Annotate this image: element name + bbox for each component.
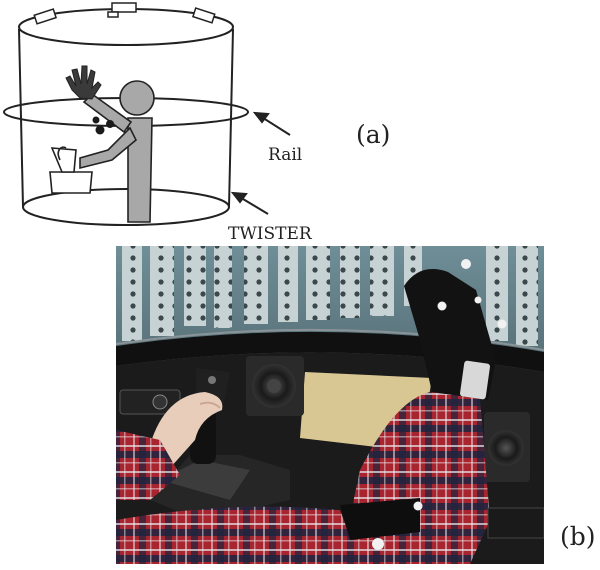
speaker-right	[488, 430, 524, 466]
left-sleeve	[116, 430, 180, 500]
panel-b-tag: (b)	[560, 522, 596, 551]
elbow-strap	[340, 498, 420, 540]
rail-label: Rail	[268, 145, 302, 165]
callout-arrows	[230, 111, 291, 215]
cylinder-right-side	[228, 28, 234, 208]
camera-icon	[191, 7, 216, 24]
glove-icon	[65, 65, 102, 100]
shirt-torso	[116, 506, 360, 564]
left-hand	[150, 392, 223, 468]
panel-b-photo	[116, 246, 544, 564]
photo-markers	[372, 259, 507, 550]
joystick-photo	[150, 368, 290, 520]
cylinder-left-side	[18, 28, 24, 208]
twister-label: TWISTER	[228, 224, 313, 244]
user-figure	[49, 80, 155, 223]
panel-a-tag: (a)	[356, 120, 390, 149]
figure-head	[119, 80, 155, 116]
camera-icon	[111, 2, 137, 13]
cylinder-bottom	[22, 188, 230, 226]
camera-icons	[33, 2, 216, 25]
panel-a-diagram	[3, 8, 249, 226]
seat	[49, 171, 93, 194]
figure-forward-arm	[79, 126, 137, 170]
figure-raised-arm	[82, 92, 133, 134]
perforated-panels	[122, 246, 538, 346]
tracking-markers	[92, 116, 114, 135]
figure-torso	[127, 117, 153, 223]
joystick-icon	[50, 147, 77, 173]
camera-icon	[107, 11, 119, 18]
camera-icon	[33, 8, 58, 25]
